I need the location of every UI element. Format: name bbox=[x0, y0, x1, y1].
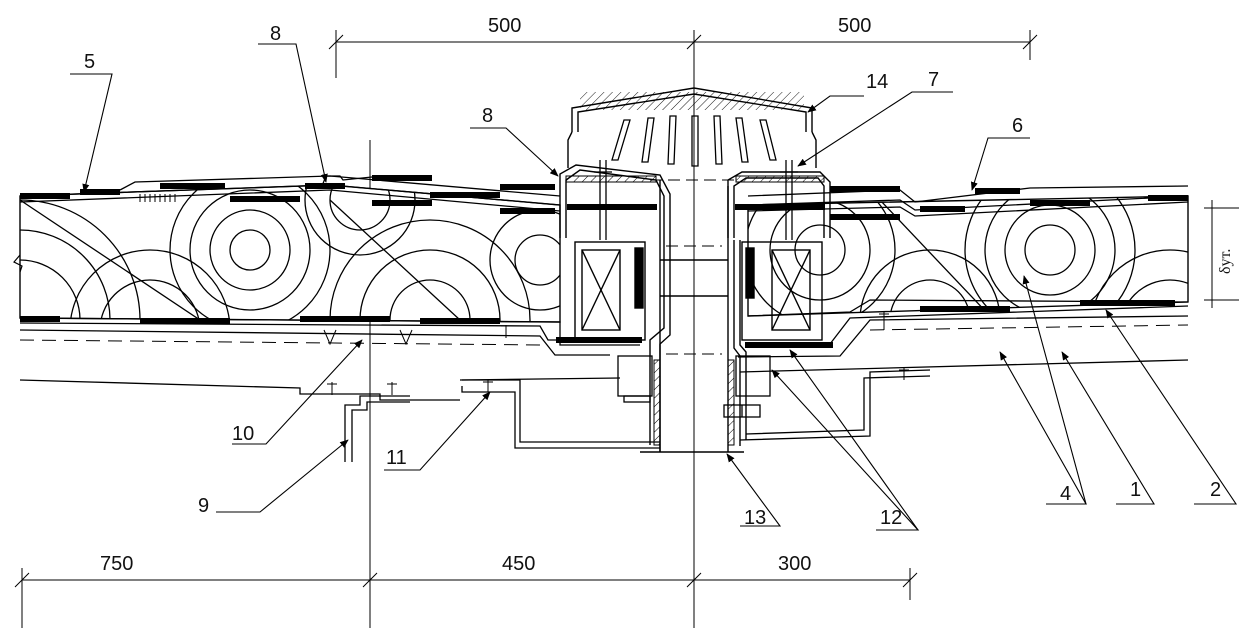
dim-bottom-mid: 450 bbox=[502, 553, 535, 575]
break-line bbox=[13, 254, 23, 273]
membrane-black-strips bbox=[20, 175, 1188, 220]
dim-bottom-left: 750 bbox=[100, 553, 133, 575]
callout-7: 7 bbox=[928, 69, 939, 91]
funnel-hatch bbox=[565, 175, 825, 446]
cap-slots bbox=[611, 115, 777, 167]
drain-nut bbox=[723, 404, 761, 418]
vapor-fringe bbox=[139, 194, 176, 202]
dim-top-right: 500 bbox=[838, 15, 871, 37]
callout-13: 13 bbox=[744, 507, 766, 529]
insulation-thickness-label: δут. bbox=[1217, 249, 1234, 274]
callout-1: 1 bbox=[1130, 479, 1141, 501]
leader-lines bbox=[70, 43, 1238, 531]
callout-6: 6 bbox=[1012, 115, 1023, 137]
dim-bottom-right: 300 bbox=[778, 553, 811, 575]
bracket-9 bbox=[344, 395, 410, 462]
load-bearing-deck bbox=[19, 315, 1189, 401]
clamp-bolts bbox=[594, 160, 798, 240]
callout-10: 10 bbox=[232, 423, 254, 445]
callout-12: 12 bbox=[880, 507, 902, 529]
callout-9: 9 bbox=[198, 495, 209, 517]
dim-top-left: 500 bbox=[488, 15, 521, 37]
anchor-bolts bbox=[323, 312, 909, 395]
cap-hatch bbox=[580, 92, 804, 110]
callout-5: 5 bbox=[84, 51, 95, 73]
callout-14: 14 bbox=[866, 71, 888, 93]
callout-11: 11 bbox=[386, 447, 407, 469]
callout-2: 2 bbox=[1210, 479, 1221, 501]
callout-8-funnel: 8 bbox=[482, 105, 493, 127]
callout-4: 4 bbox=[1060, 483, 1071, 505]
callout-8-top: 8 bbox=[270, 23, 281, 45]
thickness-indicator bbox=[1204, 200, 1239, 308]
heating-element-right bbox=[741, 241, 823, 341]
lower-sleeve bbox=[617, 355, 771, 403]
support-frame-11 bbox=[461, 369, 931, 449]
heating-element-left bbox=[574, 241, 646, 341]
